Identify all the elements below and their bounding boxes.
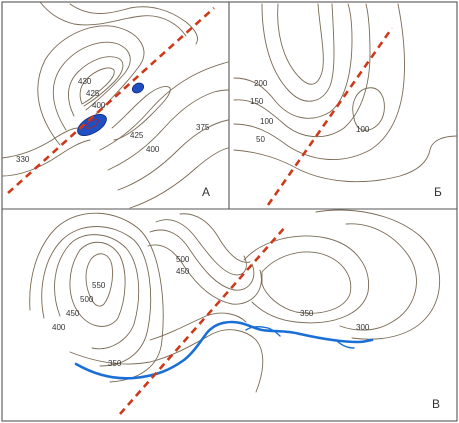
contour-label: 450 xyxy=(176,267,190,276)
contour-line xyxy=(69,3,198,45)
contour-label: 400 xyxy=(146,145,160,154)
contour-label: 450 xyxy=(66,309,80,318)
contour-line xyxy=(111,85,171,141)
fault-line xyxy=(119,225,287,415)
contour-line xyxy=(179,213,251,263)
contour-line xyxy=(233,3,371,138)
contour-label: 200 xyxy=(254,79,268,88)
panel-a: 430 425 400 425 400 375 330 А xyxy=(1,1,229,209)
contour-label: 375 xyxy=(196,123,210,132)
contour-line xyxy=(147,244,262,305)
contour-line xyxy=(1,139,91,177)
contour-line xyxy=(1,127,79,159)
contour-line xyxy=(149,312,247,341)
fault-line xyxy=(266,27,394,206)
contour-label: 350 xyxy=(300,309,314,318)
contour-line xyxy=(54,234,140,350)
contour-line xyxy=(155,219,247,276)
contour-line xyxy=(39,1,187,37)
panel-letter-v: В xyxy=(432,397,440,411)
contour-label: 425 xyxy=(86,89,100,98)
contour-label: 50 xyxy=(256,135,265,144)
panel-letter-b: Б xyxy=(434,185,442,199)
contour-line xyxy=(261,251,352,314)
lake-core xyxy=(85,119,99,129)
lake-large xyxy=(77,114,107,136)
contour-line xyxy=(68,56,124,117)
contour-label: 100 xyxy=(260,117,274,126)
fault-line xyxy=(7,7,215,194)
contour-line xyxy=(69,329,264,393)
panel-letter-a: А xyxy=(202,185,210,199)
contour-label: 500 xyxy=(80,295,94,304)
contour-line xyxy=(277,3,324,85)
contour-line xyxy=(107,89,229,171)
river xyxy=(74,320,374,380)
contour-line xyxy=(29,212,164,383)
contour-line xyxy=(69,241,126,327)
contour-line xyxy=(41,226,152,367)
contour-label: 300 xyxy=(356,323,370,332)
contour-label: 350 xyxy=(108,359,122,368)
contour-line xyxy=(339,223,417,331)
contour-line xyxy=(117,119,229,191)
lake-small xyxy=(131,82,145,94)
contour-line xyxy=(149,229,255,291)
contour-line xyxy=(233,3,405,160)
contour-line xyxy=(352,87,385,131)
contour-line xyxy=(129,147,229,209)
river-tributary xyxy=(245,325,281,337)
contour-line xyxy=(85,253,113,307)
contour-label: 425 xyxy=(130,131,144,140)
contour-line xyxy=(37,25,145,146)
contour-line xyxy=(99,61,229,151)
contour-label: 330 xyxy=(16,155,30,164)
contour-label: 150 xyxy=(250,97,264,106)
contour-line xyxy=(243,235,370,324)
river-tributary xyxy=(335,339,355,349)
contour-label: 400 xyxy=(92,101,106,110)
contour-line xyxy=(79,67,115,105)
contour-label: 430 xyxy=(78,77,92,86)
contour-line xyxy=(261,3,335,102)
contour-line xyxy=(315,209,441,340)
panel-v: 550 500 450 400 350 500 450 350 300 В xyxy=(29,209,441,415)
contour-label: 500 xyxy=(176,255,190,264)
contour-label: 550 xyxy=(92,281,106,290)
contour-label: 400 xyxy=(52,323,66,332)
contour-label: 100 xyxy=(356,125,370,134)
contour-line xyxy=(233,135,458,183)
panel-b: 200 150 100 50 100 Б xyxy=(233,3,458,206)
contour-line xyxy=(52,41,131,131)
contour-line xyxy=(233,3,353,119)
